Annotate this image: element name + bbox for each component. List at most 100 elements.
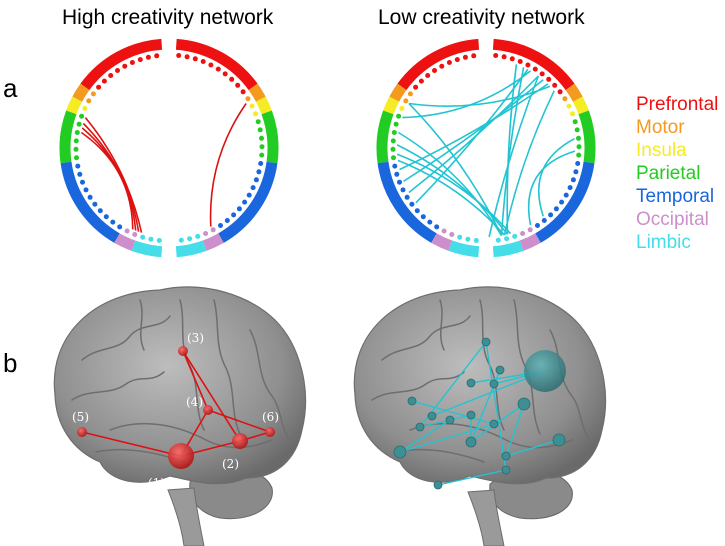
brain-node-label-1: (1) [148,476,165,490]
region-node-dot [535,223,540,228]
ring-segment [218,161,278,243]
edge-1-5 [81,431,182,457]
connection-link [397,159,506,236]
connection-link [396,144,509,235]
edge-4-6 [207,409,271,433]
low-edge [399,419,451,453]
region-node-dot [132,232,138,237]
region-node-dot [184,54,190,60]
low-edge [437,469,507,486]
region-node-dot [137,57,143,63]
brain-node-label-6: (6) [262,410,279,424]
brain-nodes-low [393,337,566,490]
region-node-dot [87,194,93,200]
ring-segment [248,83,266,102]
region-node-dot [203,231,209,236]
brain-stem-left [167,487,205,546]
ring-segment [578,110,596,164]
region-node-dot [434,224,440,230]
region-node-dot [250,185,256,191]
ring-segment [131,240,163,258]
region-node-dot [520,231,526,236]
low-node [495,365,505,375]
brain-node-6 [265,427,275,437]
region-node-dot [427,219,433,225]
region-node-dot [404,194,410,200]
region-node-dot [156,238,162,243]
region-node-dot [546,76,552,82]
ring-segment [492,38,575,91]
region-node-dot [76,121,82,127]
region-node-dot [148,236,154,242]
region-node-dot [75,163,81,169]
brain-node-4 [203,405,213,415]
region-node-dot [527,227,533,233]
region-node-dot [573,169,579,175]
edge-3-2 [182,350,241,442]
region-node-dot [576,152,582,158]
region-node-dot [517,59,523,64]
ring-segment [175,240,207,258]
region-node-dot [465,236,471,242]
connection-link [84,117,143,233]
low-node [466,378,476,388]
region-node-dot [392,163,398,169]
region-node-dot [409,201,415,207]
region-node-dot [82,105,88,111]
region-node-dot [122,63,128,69]
region-node-dot [255,119,261,125]
ring-segment [572,96,589,115]
brain-stem-right [467,489,505,546]
region-node-dot [245,96,251,102]
brain-network-low [393,337,566,490]
connectogram-high-creativity [59,38,279,258]
low-node [501,451,511,461]
region-node-dot [192,56,198,62]
low-node [407,396,417,406]
region-node-dot [154,53,160,59]
region-node-dot [572,119,578,125]
low-node [445,415,455,425]
region-node-dot [562,96,568,102]
title-high-creativity: High creativity network [62,6,274,29]
ring-segment [59,110,77,164]
ring-segment [72,83,90,102]
ring-segment [376,110,394,164]
region-node-dot [178,237,184,243]
low-node [489,379,499,389]
region-node-dot [390,146,396,152]
low-edge [505,439,560,457]
region-node-dot [414,208,420,214]
low-node [433,480,443,490]
region-node-dot [449,232,455,237]
low-edge [505,403,525,457]
region-node-dot [396,113,402,119]
brain-node-label-4: (4) [186,395,203,409]
region-node-dot [557,89,563,95]
ring-segment [431,233,453,251]
region-node-dot [140,234,146,240]
region-node-dot [215,66,221,72]
region-node-dot [548,212,554,218]
region-node-dot [501,54,507,60]
region-node-dot [73,138,79,144]
low-node [489,419,499,429]
ring-segment [80,38,163,91]
low-node [517,397,531,411]
region-node-dot [457,234,463,240]
low-node [481,337,491,347]
low-node [465,436,477,448]
region-node-dot [454,57,460,63]
region-node-dot [73,146,79,152]
region-node-dot [236,206,242,212]
region-node-dot [570,111,575,117]
region-node-dot [103,214,109,220]
region-node-dot [231,212,237,218]
region-node-dot [92,201,98,207]
region-node-dot [512,233,518,239]
region-node-dot [394,171,400,177]
legend-occipital: Occipital [636,209,709,230]
region-node-dot [399,105,405,111]
region-node-dot [240,89,246,95]
